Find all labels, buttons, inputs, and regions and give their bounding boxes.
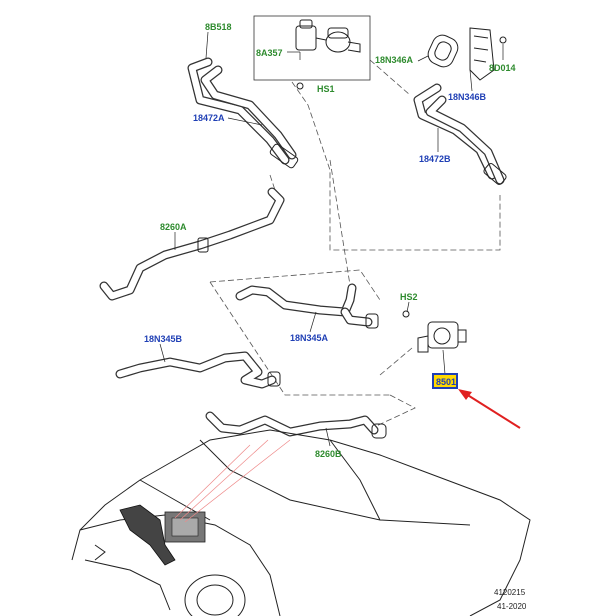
- bracket-8D014-part: [469, 27, 507, 81]
- hose-8260A-part: [99, 187, 285, 301]
- label-18N346A[interactable]: 18N346A: [375, 55, 414, 65]
- dashed-connectors: [209, 59, 501, 429]
- screw-HS1-part: [296, 82, 304, 90]
- footer-date: 41-2020: [497, 602, 527, 611]
- red-arrow-icon: [458, 389, 521, 429]
- leader-lines: [159, 31, 504, 447]
- label-18N346B[interactable]: 18N346B: [448, 92, 487, 102]
- footer-code: 4120215: [494, 588, 526, 597]
- label-8260B[interactable]: 8260B: [315, 449, 342, 459]
- label-18472B[interactable]: 18472B: [419, 154, 451, 164]
- hose-18472B-part: [413, 83, 507, 185]
- pointer-lines: [174, 439, 291, 523]
- label-18472A[interactable]: 18472A: [193, 113, 225, 123]
- gasket-18N346A-part: [427, 34, 459, 68]
- auxiliary-pump-part: [295, 19, 361, 53]
- water-pump-8501-part: [402, 310, 467, 353]
- part-labels: 8B518 8A357 HS1 18N346A 8D014 18N346B 18…: [144, 22, 516, 459]
- hose-18N345B-part: [115, 351, 281, 389]
- label-HS1[interactable]: HS1: [317, 84, 335, 94]
- highlight-box-8501: [432, 373, 458, 389]
- hose-18472A-part: [187, 57, 299, 169]
- label-8B518[interactable]: 8B518: [205, 22, 232, 32]
- label-8D014[interactable]: 8D014: [489, 63, 516, 73]
- label-8260A[interactable]: 8260A: [160, 222, 187, 232]
- label-18N345A[interactable]: 18N345A: [290, 333, 329, 343]
- label-8A357[interactable]: 8A357: [256, 48, 283, 58]
- hose-8260B-part: [205, 411, 387, 439]
- label-18N345B[interactable]: 18N345B: [144, 334, 183, 344]
- vehicle-outline: [71, 429, 531, 616]
- hose-18N345A-part: [235, 283, 379, 329]
- pump-group-box: [253, 15, 371, 81]
- label-8501[interactable]: 8501: [436, 377, 456, 387]
- label-HS2[interactable]: HS2: [400, 292, 418, 302]
- engine-detail: [119, 504, 206, 566]
